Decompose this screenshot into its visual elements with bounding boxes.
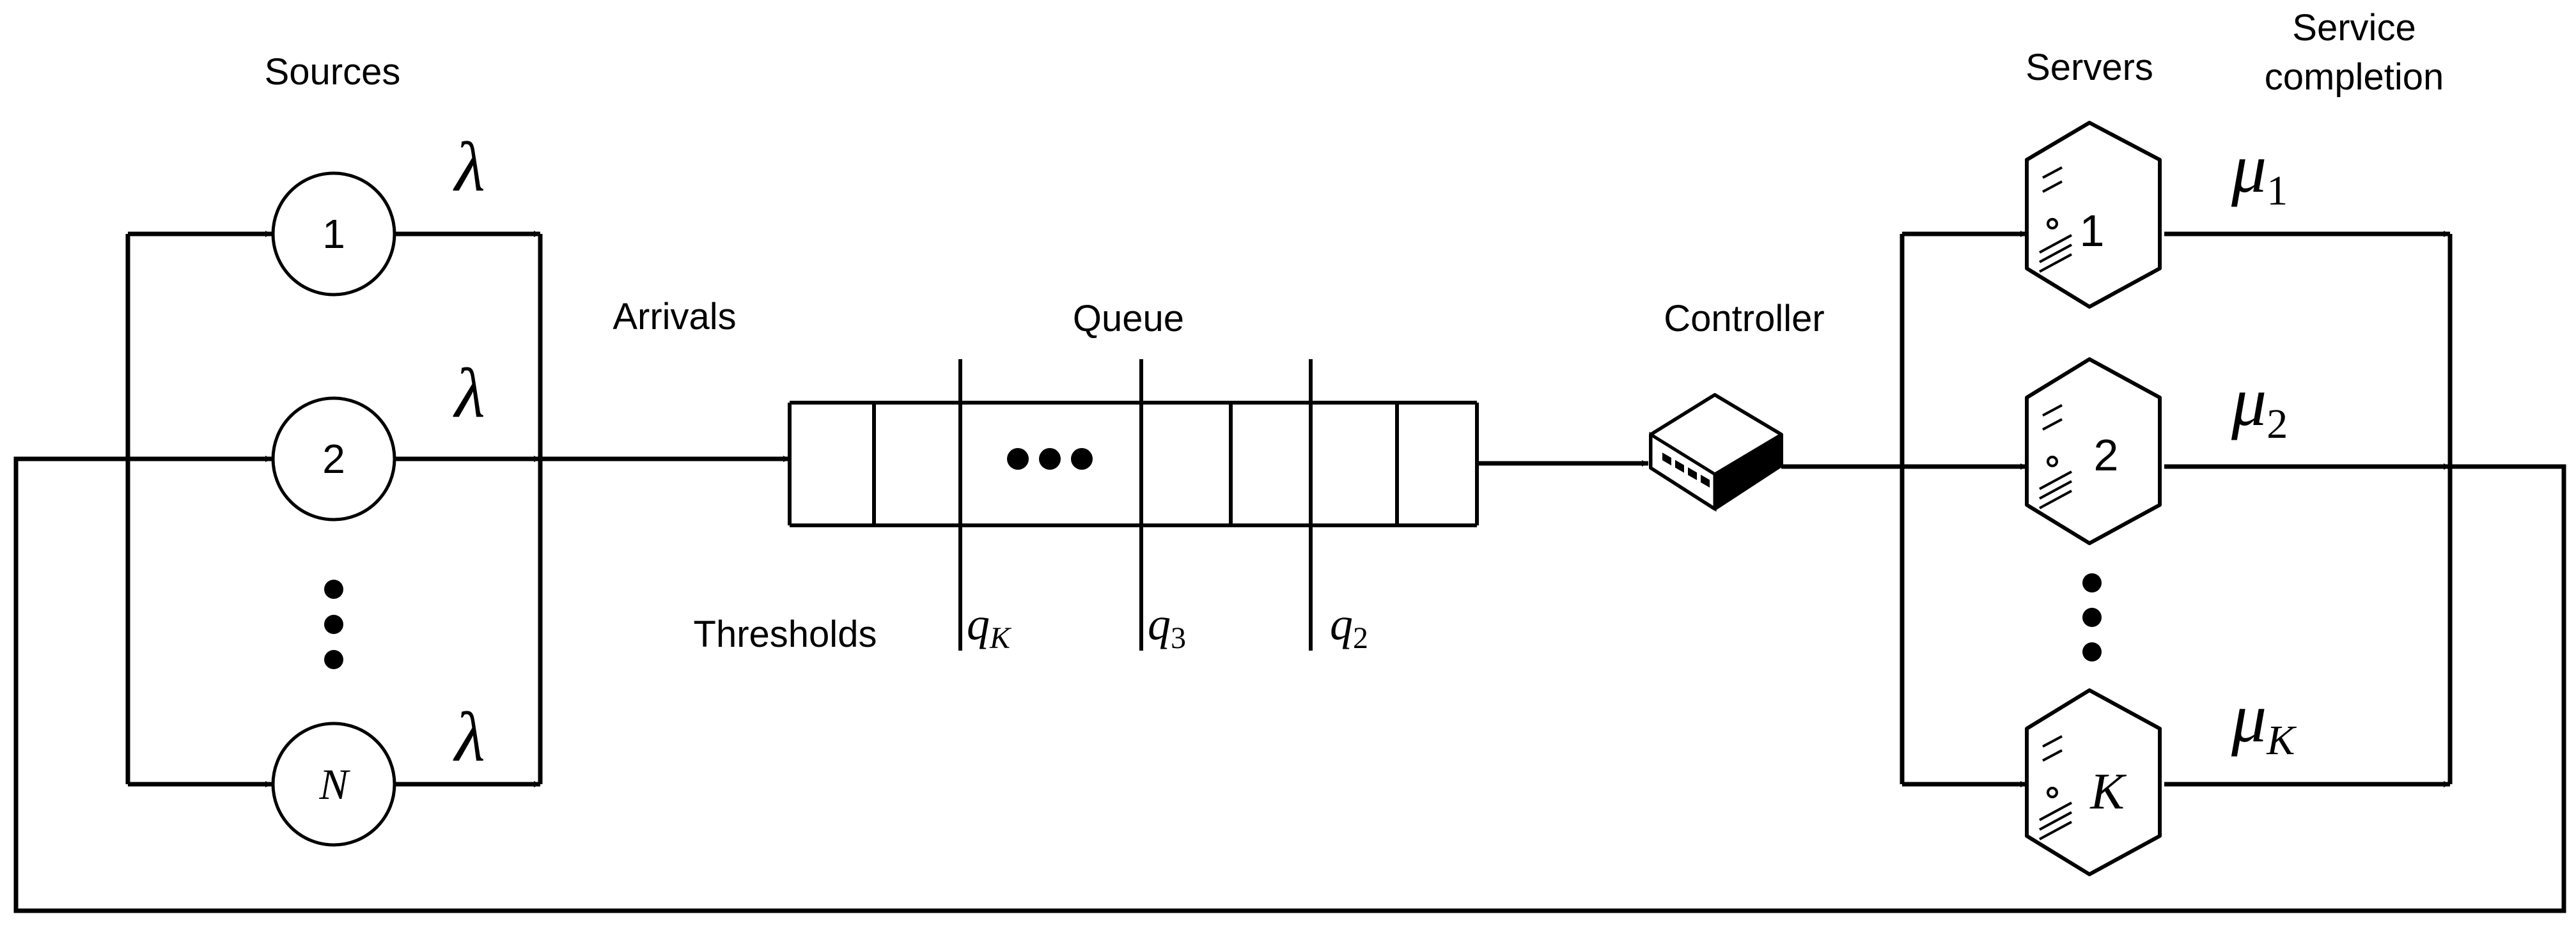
service-completion-label-line1: Service <box>2292 7 2416 49</box>
lambda-label-2: λ <box>453 354 485 432</box>
server-node-k-label: K <box>2089 764 2127 820</box>
controller-label: Controller <box>1664 298 1824 339</box>
server-icon-1: 1 <box>2025 121 2162 309</box>
arrivals-label: Arrivals <box>613 296 736 337</box>
feedback-loop <box>13 456 2566 913</box>
queue-label: Queue <box>1073 298 1184 339</box>
controller-icon <box>1649 393 1783 512</box>
source-node-1: 1 <box>271 171 396 297</box>
server-icon-k: K <box>2025 688 2162 876</box>
server-ellipsis <box>2082 573 2102 661</box>
source-node-2-label: 2 <box>322 436 345 482</box>
server-node-1-label: 1 <box>2080 206 2105 256</box>
threshold-label-q2: q2 <box>1330 598 1368 655</box>
service-completion-label-line2: completion <box>2265 56 2444 98</box>
servers-label: Servers <box>2026 47 2153 88</box>
source-node-n: N <box>271 722 396 847</box>
source-node-2: 2 <box>271 396 396 522</box>
source-ellipsis <box>324 580 343 669</box>
threshold-label-qk: qK <box>967 598 1012 655</box>
mu-label-1: μ1 <box>2231 129 2288 214</box>
lambda-label-n: λ <box>453 698 485 776</box>
server-icon-2: 2 <box>2025 357 2162 545</box>
source-node-1-label: 1 <box>322 211 345 257</box>
mu-label-2: μ2 <box>2231 362 2288 447</box>
threshold-label-q3: q3 <box>1148 598 1186 655</box>
queue-ellipsis <box>1007 448 1093 470</box>
source-node-n-label: N <box>318 760 350 808</box>
thresholds-label: Thresholds <box>694 614 877 655</box>
sources-label: Sources <box>265 51 401 93</box>
lambda-label-1: λ <box>453 128 485 206</box>
mu-label-k: μK <box>2231 679 2297 764</box>
server-node-2-label: 2 <box>2094 430 2119 480</box>
queue-buffer <box>788 401 1479 527</box>
